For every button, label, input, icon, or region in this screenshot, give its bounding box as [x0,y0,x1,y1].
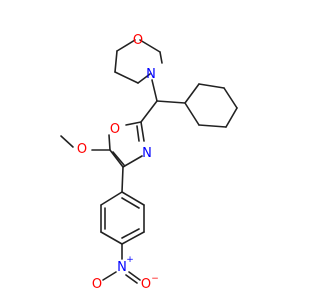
nitro-oxygen-charge: − [151,274,159,284]
morpholine-nitrogen-label: N [146,67,156,82]
oxazole-ring [108,121,145,168]
bond-ch-oxazole [140,100,158,123]
nitro-oxygen-left-label: O [92,277,102,292]
nitro-group [102,243,141,284]
morpholine-ring [114,39,163,84]
oxazole-oxygen-label: O [110,122,120,137]
methoxy-group [60,135,111,151]
nitro-oxygen-right-label: O [141,277,151,292]
structure-canvas: O N O N O N + O O − [60,33,238,292]
phenyl-ring [100,191,145,245]
bond-ch-cyclohexyl [156,100,186,104]
bond-oxazole-phenyl [121,166,124,193]
oxazole-nitrogen-label: N [142,146,152,161]
bond-n-ch [151,79,158,102]
nitro-nitrogen-label: N [117,260,127,275]
molecule-structure: O N O N O N + O O − [60,33,238,292]
methoxy-oxygen-label: O [77,142,87,157]
nitro-nitrogen-charge: + [126,255,134,265]
morpholine-oxygen-label: O [133,33,143,48]
cyclohexyl-ring [184,83,238,128]
